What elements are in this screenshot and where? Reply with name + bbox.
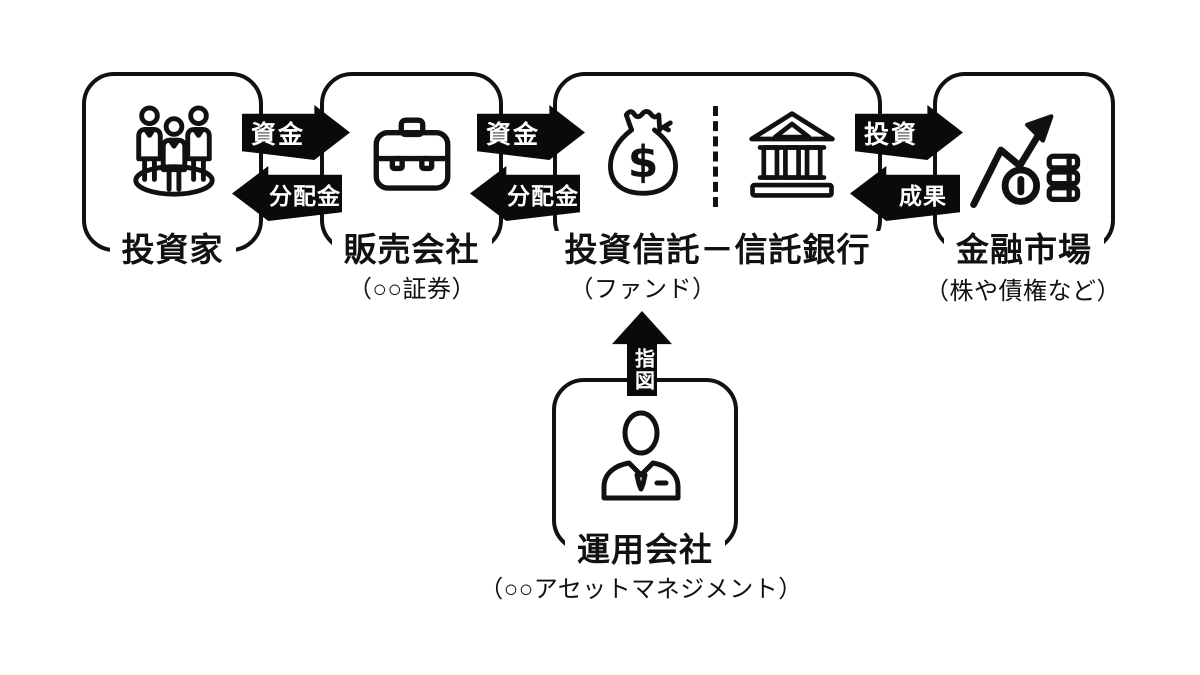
funds-arrow-2-label: 資金 (485, 120, 540, 149)
instruction-arrow-label: 指図 (631, 347, 654, 392)
asset-manager-caption: （○○アセットマネジメント） (479, 576, 803, 603)
asset-manager-box: 運用会社 (552, 378, 738, 569)
trust-bank-label: 投資信託－信託銀行 (552, 231, 883, 269)
investors-label: 投資家 (109, 231, 236, 269)
distributor-caption: （○○証券） (348, 276, 476, 303)
money-bag-icon: $ (599, 102, 687, 208)
svg-text:$: $ (628, 137, 659, 188)
trust-bank-caption: （ファンド） (569, 276, 717, 303)
businessman-icon (588, 408, 694, 508)
asset-manager-label: 運用会社 (565, 531, 725, 569)
invest-arrow-label: 投資 (863, 120, 918, 149)
market-caption: （株や債権など） (925, 278, 1121, 305)
market-label: 金融市場 (944, 231, 1104, 269)
distributor-label: 販売会社 (331, 231, 492, 269)
dividends-arrow-1-label: 分配金 (269, 182, 341, 209)
dashed-divider (713, 106, 718, 207)
bank-icon (745, 107, 839, 203)
people-group-icon (125, 103, 223, 201)
briefcase-icon (367, 113, 457, 197)
distributor-box: 販売会社 (320, 72, 503, 269)
investors-box: 投資家 (82, 72, 263, 269)
funds-arrow-1-label: 資金 (250, 120, 305, 149)
market-chart-icon (965, 108, 1083, 213)
results-arrow-label: 成果 (899, 182, 947, 209)
dividends-arrow-2-label: 分配金 (507, 182, 579, 209)
